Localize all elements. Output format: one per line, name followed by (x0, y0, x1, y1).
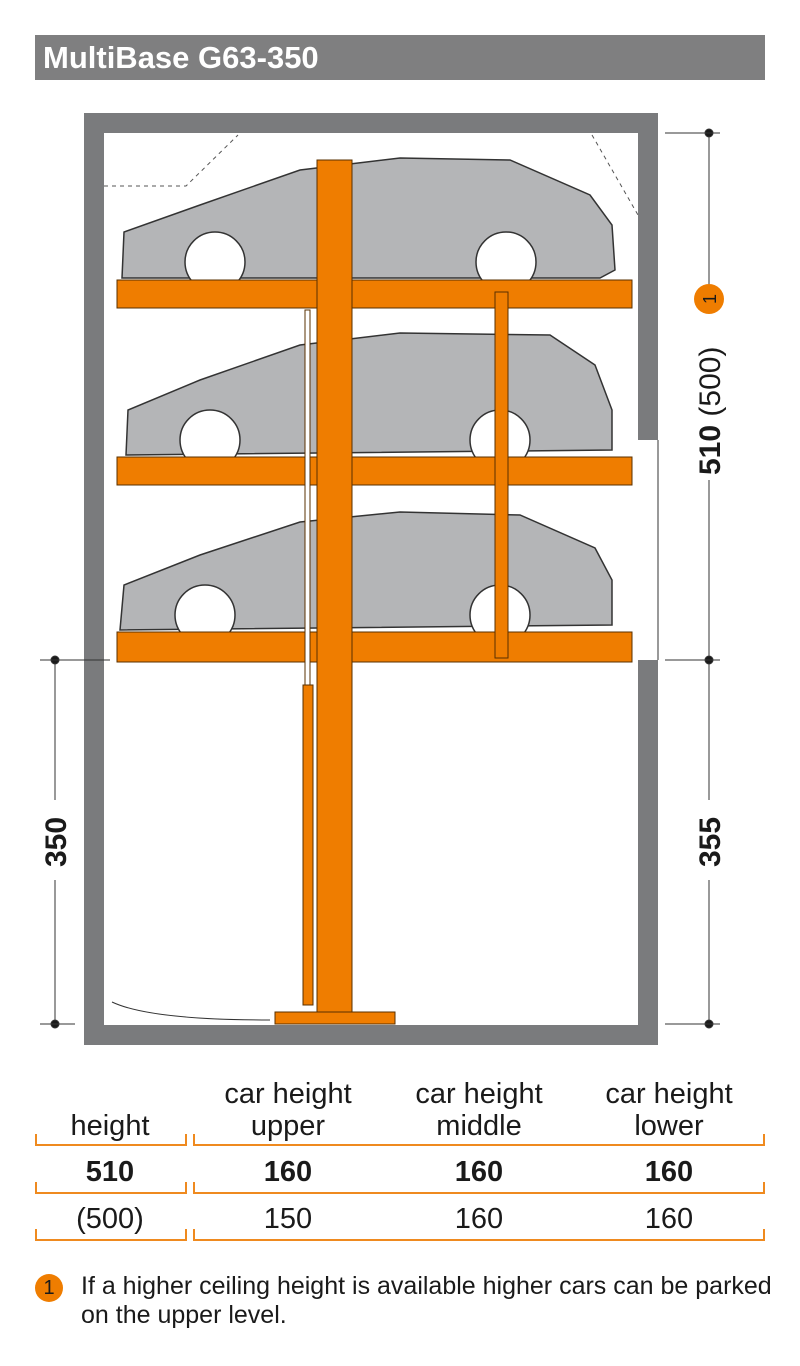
table-cell: 160 (454, 1203, 504, 1235)
page-title: MultiBase G63-350 (35, 35, 765, 80)
table-cell: 150 (263, 1203, 313, 1235)
table-cell: 160 (644, 1203, 694, 1235)
table-cell: 510 (85, 1156, 135, 1188)
table-cell: (500) (76, 1203, 144, 1235)
platform-middle (116, 456, 633, 486)
main-column (316, 159, 353, 1013)
pit-depth-left: 350 (40, 817, 73, 867)
table-cell: 160 (263, 1156, 313, 1188)
total-height: 510 (694, 425, 727, 475)
lift-structure (116, 159, 633, 1025)
header-height: height (70, 1110, 150, 1142)
table-cell: 160 (454, 1156, 504, 1188)
cars (119, 157, 616, 646)
footnote-badge: 1 (35, 1274, 63, 1302)
footnote: 1 If a higher ceiling height is availabl… (35, 1272, 775, 1330)
footnote-text: If a higher ceiling height is available … (81, 1272, 772, 1329)
platform-upper (116, 279, 633, 309)
guide-rod (494, 291, 509, 659)
total-height-label: 510 (500) (694, 347, 727, 475)
footnote-marker: 1 (700, 294, 720, 304)
pit-depth-right: 355 (694, 817, 727, 867)
base-plate (274, 1011, 396, 1025)
total-height-alt: (500) (694, 347, 727, 417)
hydraulic-cylinder (302, 684, 314, 1006)
platform-lower (116, 631, 633, 663)
footnote-marker-icon (694, 284, 724, 314)
table-cell: 160 (644, 1156, 694, 1188)
